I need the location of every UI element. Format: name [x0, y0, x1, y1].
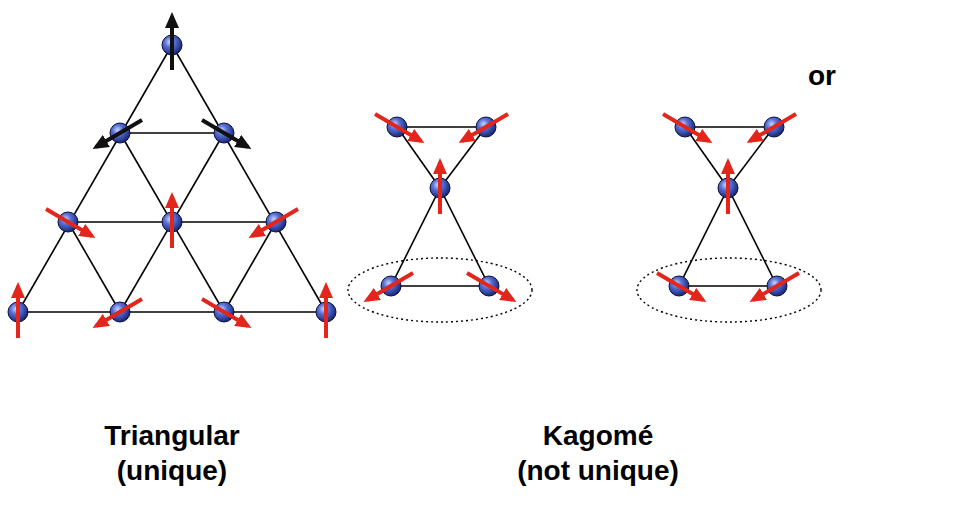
spin-arrow [18, 114, 799, 338]
lattice-bonds [18, 45, 326, 312]
panel-title: Triangular (unique) [101, 418, 243, 488]
spin-arrow [96, 16, 248, 147]
atom [8, 35, 787, 322]
panel-title: Kagomé (not unique) [514, 418, 682, 488]
kagome-bonds [391, 127, 777, 286]
dotted-ellipse [348, 258, 821, 322]
connector-word: or [808, 58, 836, 93]
